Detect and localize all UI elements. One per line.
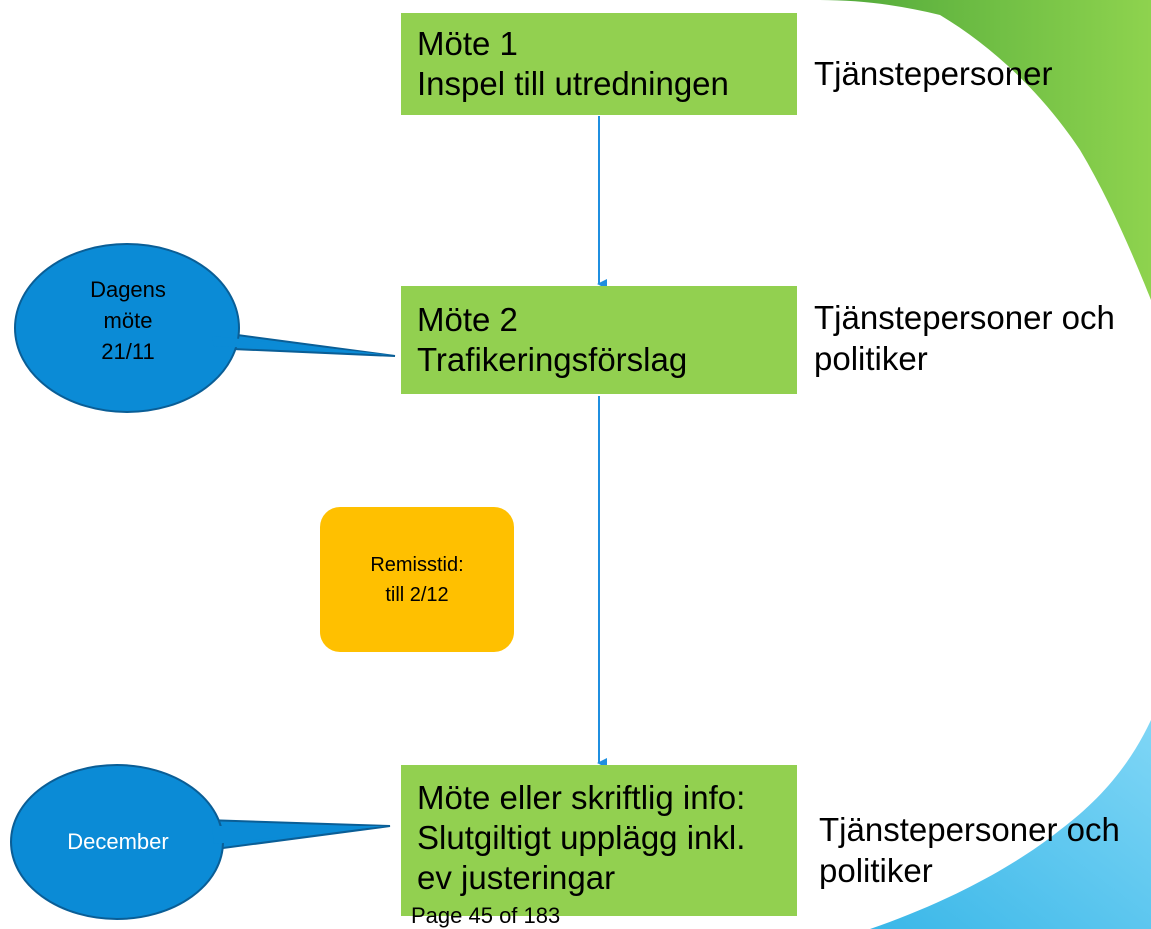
participants-step-3: Tjänstepersoner och politiker — [819, 809, 1120, 891]
participants-3-line-2: politiker — [819, 852, 933, 889]
step3-line-1: Möte eller skriftlig info: — [417, 779, 746, 816]
participants-3-line-1: Tjänstepersoner och — [819, 811, 1120, 848]
step-box-meeting-3: Möte eller skriftlig info: Slutgiltigt u… — [401, 765, 797, 916]
step3-line-3: ev justeringar — [417, 859, 616, 896]
callout-today-bubble — [14, 243, 396, 413]
decor-green-swoosh — [820, 0, 1151, 300]
callout-december-text: December — [30, 826, 206, 857]
step2-line-1: Möte 2 — [417, 301, 518, 338]
remiss-line-1: Remisstid: — [370, 553, 464, 576]
decor-blue-swoosh — [870, 720, 1151, 929]
callout-december-bubble — [10, 764, 391, 920]
participants-2-line-2: politiker — [814, 340, 928, 377]
step-box-meeting-1: Möte 1 Inspel till utredningen — [401, 13, 797, 115]
remiss-line-2: till 2/12 — [385, 583, 449, 606]
participants-2-line-1: Tjänstepersoner och — [814, 299, 1115, 336]
step1-line-1: Möte 1 — [417, 25, 518, 62]
step-box-meeting-2: Möte 2 Trafikeringsförslag — [401, 286, 797, 394]
callout-today-line-3: 21/11 — [101, 339, 155, 364]
step1-line-2: Inspel till utredningen — [417, 65, 729, 102]
callout-december-line-1: December — [67, 829, 169, 854]
step2-line-2: Trafikeringsförslag — [417, 341, 688, 378]
callout-today-text: Dagens möte 21/11 — [40, 274, 216, 367]
callout-today-line-2: möte — [103, 308, 153, 333]
participants-step-2: Tjänstepersoner och politiker — [814, 297, 1115, 379]
step3-line-2: Slutgiltigt upplägg inkl. — [417, 819, 746, 856]
page-number-footer: Page 45 of 183 — [411, 903, 561, 928]
participants-1-line-1: Tjänstepersoner — [814, 55, 1053, 92]
callout-today-line-1: Dagens — [90, 277, 166, 302]
participants-step-1: Tjänstepersoner — [814, 53, 1052, 94]
remiss-period-box: Remisstid: till 2/12 — [320, 507, 514, 652]
